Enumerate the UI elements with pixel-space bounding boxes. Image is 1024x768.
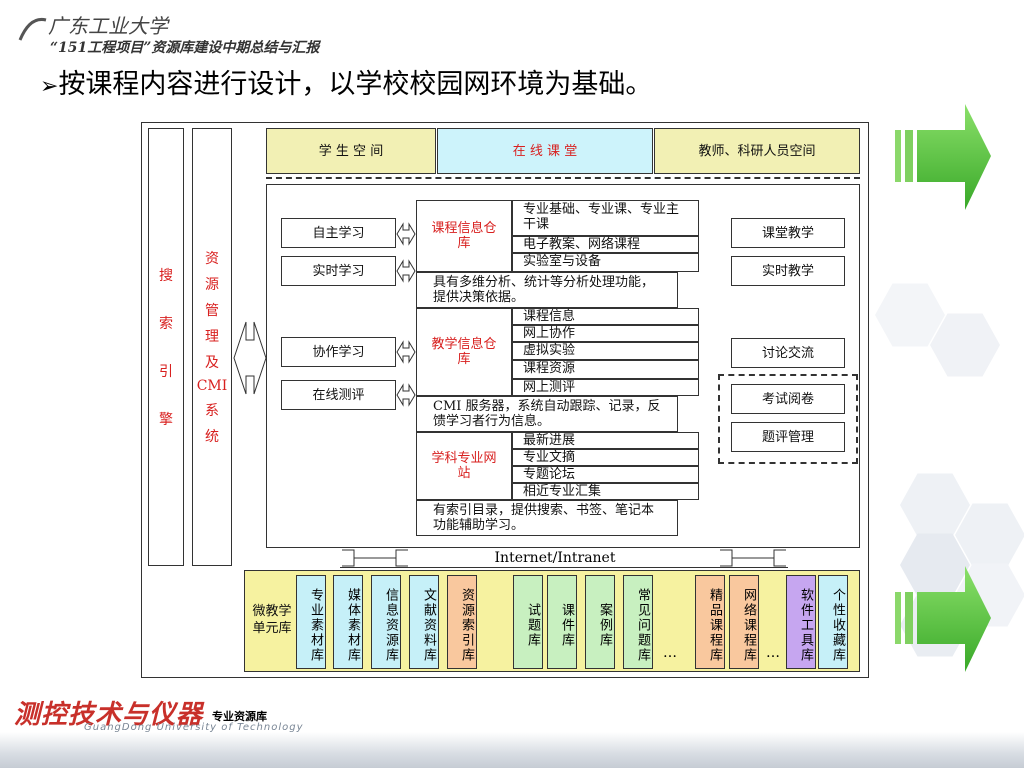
library-column[interactable]: 信息资源库	[371, 575, 401, 669]
university-name: 广东工业大学	[48, 14, 168, 38]
header-subtitle: “151工程项目”资源库建设中期总结与汇报	[50, 40, 320, 56]
resource-cmi-column: 资 源 管 理 及 CMI 系 统	[192, 128, 232, 566]
teaching-info-item: 网上协作	[512, 325, 699, 342]
university-swoosh-icon	[18, 17, 47, 41]
library-column[interactable]: 媒体素材库	[333, 575, 363, 669]
teaching-info-repo-label: 教学信息仓库	[416, 308, 512, 396]
main-title-text: 按课程内容进行设计，以学校校园网环境为基础。	[58, 69, 653, 100]
connector-arrow-icon	[396, 383, 416, 407]
library-column[interactable]: 资源索引库	[447, 575, 477, 669]
discipline-site-item: 相近专业汇集	[512, 483, 699, 500]
discipline-site-item: 专题论坛	[512, 466, 699, 483]
teaching-info-item: 课程信息	[512, 308, 699, 325]
footer-university-en: GuangDong University of Technology	[84, 722, 304, 733]
micro-unit-lib-label: 微教学单元库	[252, 604, 292, 636]
main-title: ➢按课程内容进行设计，以学校校园网环境为基础。	[40, 62, 652, 101]
header-logo: 广东工业大学	[18, 10, 238, 41]
library-column[interactable]: 试题库	[513, 575, 543, 669]
search-engine-char: 引	[159, 364, 173, 380]
resource-cmi-char: CMI	[196, 378, 228, 394]
teaching-info-note: CMI 服务器，系统自动跟踪、记录，反馈学习者行为信息。	[416, 396, 678, 432]
library-column[interactable]: 课件库	[547, 575, 577, 669]
footer-brand-suffix: 专业资源库	[212, 710, 267, 723]
discipline-site-item: 专业文摘	[512, 449, 699, 466]
search-engine-char: 擎	[159, 412, 173, 428]
connector-arrow-icon	[396, 340, 416, 364]
network-label: Internet/Intranet	[494, 550, 616, 566]
online-eval-button[interactable]: 在线测评	[281, 380, 396, 410]
course-info-repo-label: 课程信息仓库	[416, 200, 512, 272]
discipline-site-item: 最新进展	[512, 432, 699, 449]
library-column[interactable]: 常见问题库	[623, 575, 653, 669]
network-link-icon-right	[720, 549, 786, 567]
realtime-study-button[interactable]: 实时学习	[281, 256, 396, 286]
course-info-item: 实验室与设备	[512, 253, 699, 272]
library-column[interactable]: 文献资料库	[409, 575, 439, 669]
search-engine-char: 搜	[159, 268, 173, 284]
library-column[interactable]: 专业素材库	[296, 575, 326, 669]
footer-band	[0, 732, 1024, 768]
footer-brand-text: 测控技术与仪器	[14, 700, 204, 730]
library-column[interactable]: 网络课程库	[729, 575, 759, 669]
exam-group-dashed	[718, 374, 858, 464]
class-teaching-button[interactable]: 课堂教学	[731, 218, 845, 248]
search-engine-column: 搜 索 引 擎	[148, 128, 184, 566]
resource-cmi-char: 管	[205, 303, 219, 319]
library-column[interactable]: 案例库	[585, 575, 615, 669]
teacher-space-tab[interactable]: 教师、科研人员空间	[654, 128, 860, 174]
connector-arrow-icon	[396, 222, 416, 246]
exam-marking-button[interactable]: 考试阅卷	[731, 384, 845, 414]
question-mgmt-button[interactable]: 题评管理	[731, 422, 845, 452]
connector-arrow-icon	[396, 259, 416, 283]
resource-cmi-char: 统	[205, 429, 219, 445]
teaching-info-item: 虚拟实验	[512, 342, 699, 360]
resource-cmi-char: 及	[205, 355, 219, 371]
discipline-site-note: 有索引目录，提供搜索、书签、笔记本功能辅助学习。	[416, 500, 678, 536]
discipline-site-label: 学科专业网站	[416, 432, 512, 500]
library-ellipsis: …	[766, 645, 780, 661]
resource-cmi-char: 理	[205, 329, 219, 345]
student-space-tab[interactable]: 学 生 空 间	[266, 128, 436, 174]
library-ellipsis: …	[663, 645, 677, 661]
realtime-teaching-button[interactable]: 实时教学	[731, 256, 845, 286]
footer-brand: 测控技术与仪器 专业资源库 GuangDong University of Te…	[14, 694, 334, 734]
network-link-icon-left	[342, 549, 408, 567]
library-column[interactable]: 个性收藏库	[818, 575, 848, 669]
online-class-tab[interactable]: 在 线 课 堂	[437, 128, 653, 174]
top-bar-divider	[266, 177, 860, 179]
next-arrow-icon[interactable]	[893, 100, 993, 220]
arrow-bullet-icon: ➢	[40, 74, 59, 99]
self-study-button[interactable]: 自主学习	[281, 218, 396, 248]
double-arrow-icon	[233, 321, 267, 395]
resource-cmi-char: 源	[205, 277, 219, 293]
discussion-button[interactable]: 讨论交流	[731, 338, 845, 368]
library-column[interactable]: 精品课程库	[695, 575, 725, 669]
resource-cmi-char: 资	[205, 251, 219, 267]
course-info-note: 具有多维分析、统计等分析处理功能，提供决策依据。	[416, 272, 678, 308]
resource-cmi-char: 系	[205, 403, 219, 419]
course-info-item: 电子教案、网络课程	[512, 236, 699, 253]
next-arrow-icon-bottom[interactable]	[893, 562, 993, 682]
course-info-item: 专业基础、专业课、专业主干课	[512, 200, 699, 236]
teaching-info-item: 课程资源	[512, 360, 699, 379]
collab-study-button[interactable]: 协作学习	[281, 337, 396, 367]
search-engine-char: 索	[159, 316, 173, 332]
library-column[interactable]: 软件工具库	[786, 575, 816, 669]
network-line	[340, 567, 788, 568]
teaching-info-item: 网上测评	[512, 379, 699, 396]
